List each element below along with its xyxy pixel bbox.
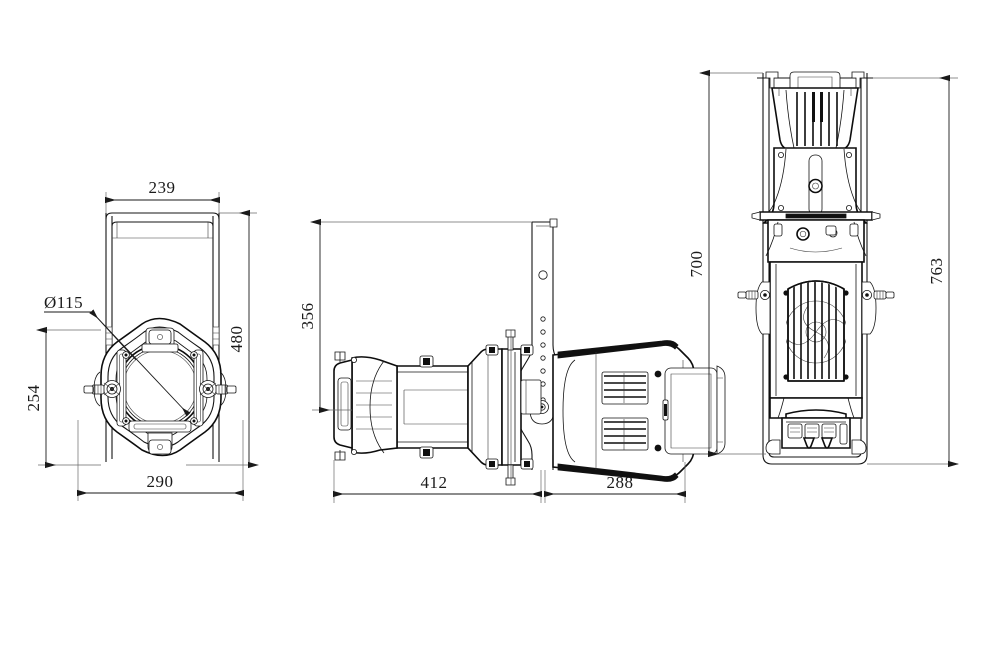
- side-view: 356 412 288: [298, 218, 726, 503]
- dimension-356: 356: [298, 218, 532, 414]
- dimension-700-label: 700: [687, 251, 706, 278]
- dimension-763: 763: [867, 74, 959, 468]
- dimension-290-label: 290: [147, 472, 174, 491]
- dimension-diameter-115: Ø115: [44, 293, 83, 312]
- dimension-diameter-115-label: Ø115: [44, 293, 83, 312]
- dimension-412-label: 412: [421, 473, 448, 492]
- side-vent-lower: [601, 417, 649, 451]
- front-top-clip: [141, 327, 179, 353]
- rear-heatsink: [771, 87, 859, 151]
- rear-view: 700 763: [687, 69, 959, 468]
- front-yoke-bracket: [105, 212, 220, 462]
- rear-upper-shell: [762, 147, 868, 224]
- dimension-288-label: 288: [607, 473, 634, 492]
- side-vent-upper: [601, 371, 649, 405]
- dimension-763-label: 763: [927, 258, 946, 285]
- rear-mid-collar: [751, 211, 881, 221]
- rear-fan: [786, 300, 846, 364]
- dimension-239: 239: [105, 178, 220, 213]
- rear-left-clamp-knob: [737, 281, 771, 335]
- dimension-480-label: 480: [227, 326, 246, 353]
- front-diameter-leader: [44, 309, 191, 417]
- dimension-290: 290: [77, 420, 244, 501]
- dimension-700: 700: [687, 69, 766, 458]
- front-corner-fasteners: [122, 351, 198, 425]
- side-barrel-cone: [467, 348, 503, 466]
- rear-main-body: [737, 261, 895, 399]
- rear-right-clamp-knob: [861, 281, 895, 335]
- dimension-288: 288: [544, 462, 686, 503]
- front-left-pivot-knob: [83, 371, 121, 407]
- front-view: 239 480 Ø115 254: [24, 178, 259, 501]
- front-right-pivot-knob: [199, 371, 237, 407]
- side-lens-barrel: [333, 351, 469, 461]
- dimension-254: 254: [24, 326, 101, 469]
- rear-connector-panel: [765, 409, 867, 455]
- rear-control-block: [765, 219, 867, 263]
- front-bottom-clip: [128, 420, 192, 455]
- side-rear-housing: [552, 340, 726, 482]
- dimension-356-label: 356: [298, 303, 317, 330]
- dimension-412: 412: [333, 460, 542, 503]
- side-gate-assembly: [485, 329, 542, 486]
- dimension-480: 480: [186, 209, 259, 469]
- dimension-254-label: 254: [24, 385, 43, 412]
- dimension-239-label: 239: [149, 178, 176, 197]
- rear-grille-bars: [793, 282, 837, 379]
- front-lens-aperture: [117, 344, 203, 430]
